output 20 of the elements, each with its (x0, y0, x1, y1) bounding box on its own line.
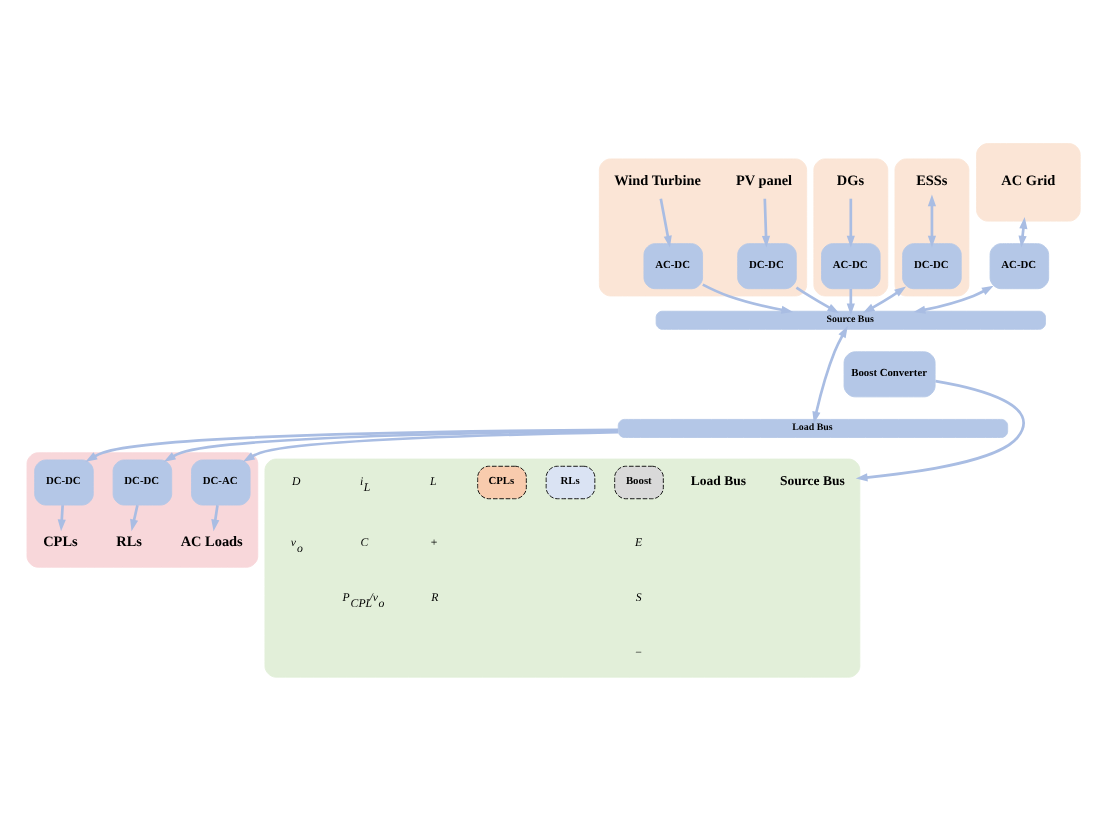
arrow (211, 504, 220, 531)
arrow (130, 503, 139, 531)
arrow (862, 285, 907, 313)
arrow (242, 429, 619, 461)
arrow (659, 197, 672, 247)
arrow (812, 324, 848, 423)
cluster (598, 157, 808, 296)
arrow (761, 197, 771, 247)
arrow (57, 504, 66, 531)
cluster (813, 157, 889, 296)
arrow (855, 378, 1025, 481)
arrow (795, 285, 840, 313)
arrow (927, 193, 937, 247)
arrow (846, 287, 855, 315)
arrow (846, 197, 855, 247)
arrow (702, 282, 794, 313)
cluster (264, 457, 861, 677)
arrow (163, 428, 618, 461)
arrow (913, 284, 994, 313)
arrow (85, 427, 619, 461)
